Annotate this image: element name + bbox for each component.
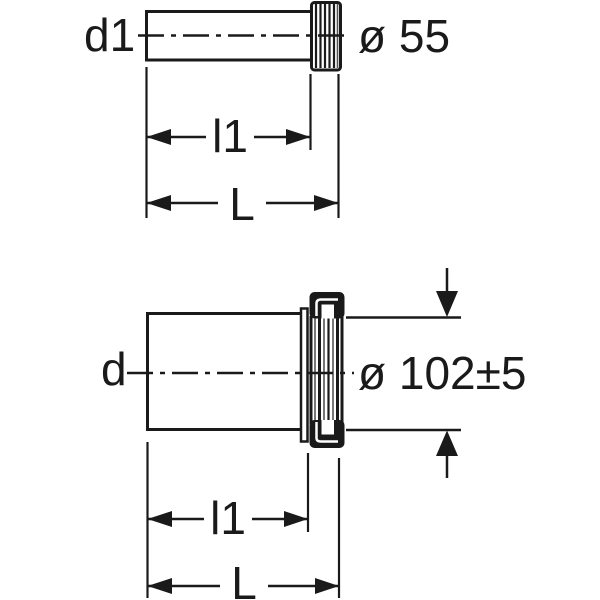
bottom-diameter-indicator <box>346 268 461 478</box>
top-diameter-value-label: ø 55 <box>358 10 450 62</box>
top-diameter-ref-label: d1 <box>84 9 135 61</box>
bottom-l1-label: l1 <box>210 492 246 544</box>
bottom-seal-top-lip <box>309 292 345 319</box>
bottom-dimension-l1: l1 <box>147 492 308 544</box>
top-l1-label: l1 <box>212 110 248 162</box>
bottom-L-label: L <box>231 557 257 600</box>
bottom-pipe-body <box>146 312 301 431</box>
bottom-dimension-L: L <box>147 557 339 600</box>
bottom-pipe-view: d ø 102±5 l1 L <box>101 268 526 600</box>
bottom-seal-lamellae <box>309 316 344 424</box>
top-L-label: L <box>229 178 255 230</box>
bottom-diameter-ref-label: d <box>101 343 127 395</box>
top-dimension-L: L <box>146 178 339 230</box>
bottom-diameter-value-label: ø 102±5 <box>358 347 526 399</box>
top-dimension-l1: l1 <box>146 110 311 162</box>
bottom-flange-ring <box>299 307 309 443</box>
bottom-seal-bottom-lip <box>309 420 345 448</box>
top-pipe-view: d1 ø 55 l1 L <box>84 1 450 230</box>
